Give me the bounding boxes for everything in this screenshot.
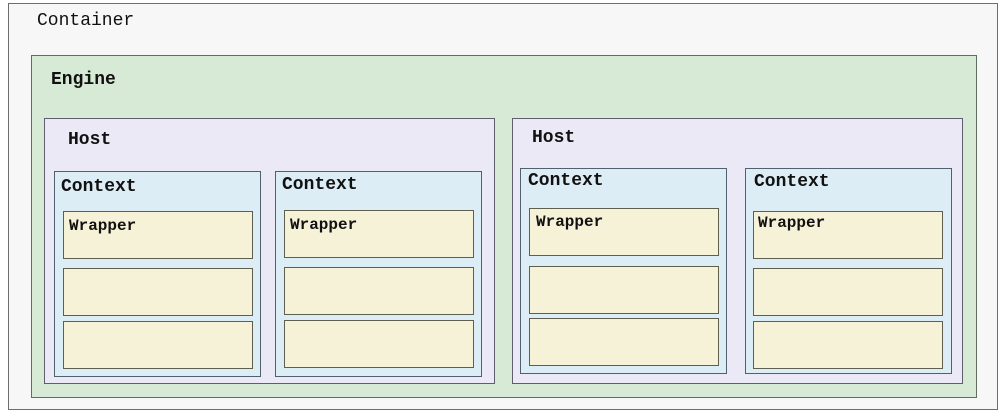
wrapper-box (529, 266, 719, 314)
context-label: Context (754, 172, 830, 192)
wrapper-box (63, 268, 253, 316)
host-label: Host (532, 128, 576, 148)
wrapper-label: Wrapper (69, 217, 137, 235)
wrapper-box (284, 210, 474, 258)
wrapper-label: Wrapper (290, 216, 358, 234)
wrapper-label: Wrapper (758, 214, 826, 232)
wrapper-box (753, 321, 943, 369)
wrapper-box (753, 211, 943, 259)
wrapper-box (284, 320, 474, 368)
wrapper-box (753, 268, 943, 316)
wrapper-box (63, 211, 253, 259)
wrapper-box (284, 267, 474, 315)
context-label: Context (282, 175, 358, 195)
host-label: Host (68, 130, 112, 150)
context-label: Context (528, 171, 604, 191)
wrapper-label: Wrapper (536, 213, 604, 231)
wrapper-box (529, 208, 719, 256)
context-label: Context (61, 177, 137, 197)
wrapper-box (63, 321, 253, 369)
wrapper-box (529, 318, 719, 366)
container-label: Container (37, 11, 135, 31)
engine-label: Engine (51, 70, 116, 90)
